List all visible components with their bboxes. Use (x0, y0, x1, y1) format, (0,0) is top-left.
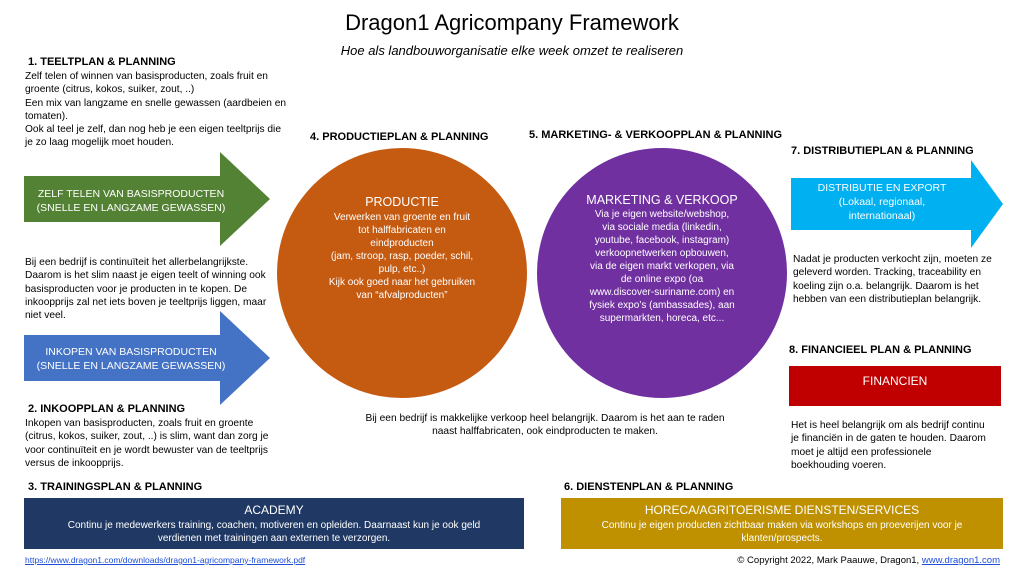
teeltplan-text: Zelf telen of winnen van basisproducten,… (25, 70, 295, 150)
text-line: je financiën in de gaten te houden. Daar… (791, 433, 986, 445)
inkopen-arrow-label: INKOPEN VAN BASISPRODUCTEN (SNELLE EN LA… (24, 345, 238, 373)
trainingsplan-heading: 3. TRAININGSPLAN & PLANNING (28, 481, 203, 493)
financien-title: FINANCIEN (862, 374, 928, 388)
academy-title: ACADEMY (244, 503, 304, 517)
marketingplan-heading: 5. MARKETING- & VERKOOPPLAN & PLANNING (529, 129, 783, 141)
horeca-title: HORECA/AGRITOERISME DIENSTEN/SERVICES (644, 503, 920, 517)
text-line: INKOPEN VAN BASISPRODUCTEN (45, 346, 217, 358)
text-line: (SNELLE EN LANGZAME GEWASSEN) (36, 202, 226, 214)
text-line: moet je altijd een professionele (791, 446, 932, 458)
text-line: fysiek expo’s (ambassades), aan (589, 300, 735, 311)
text-line: via de eigen markt verkopen, via (590, 261, 734, 272)
distributieplan-heading: 7. DISTRIBUTIEPLAN & PLANNING (791, 145, 974, 157)
text-line: koeling zijn o.a. belangrijk. Daarom is … (793, 280, 979, 292)
teelt-arrow-label: ZELF TELEN VAN BASISPRODUCTEN (SNELLE EN… (24, 187, 238, 215)
financieel-heading: 8. FINANCIEEL PLAN & PLANNING (789, 344, 972, 356)
text-line: Ook al teel je zelf, dan nog heb je een … (25, 124, 281, 136)
horeca-bar: HORECA/AGRITOERISME DIENSTEN/SERVICES Co… (561, 498, 1003, 549)
text-line: Via je eigen website/webshop, (594, 209, 730, 220)
productie-title: PRODUCTIE (365, 195, 439, 209)
text-line: Het is heel belangrijk om als bedrijf co… (791, 420, 985, 431)
text-line: tomaten). (25, 110, 69, 122)
teeltplan-heading: 1. TEELTPLAN & PLANNING (28, 56, 176, 68)
text-line: tot halffabricaten en (358, 225, 446, 236)
text-line: Bij een bedrijf is continuïteit het alle… (25, 257, 249, 268)
verkoop-text: Bij een bedrijf is makkelijke verkoop he… (300, 412, 790, 439)
dragon1-link[interactable]: www.dragon1.com (921, 555, 1000, 566)
text-line: internationaal) (848, 210, 916, 222)
text-line: hebben van een distributieplan belangrij… (793, 293, 982, 305)
dienstenplan-heading: 6. DIENSTENPLAN & PLANNING (564, 481, 734, 493)
text-line: supermarkten, horeca, etc... (599, 313, 725, 324)
text-line: Nadat je producten verkocht zijn, moeten… (793, 254, 992, 265)
text-line: verdienen met trainingen aan externen te… (157, 533, 391, 544)
distributie-text: Nadat je producten verkocht zijn, moeten… (793, 253, 1013, 306)
text-line: Continu je eigen producten zichtbaar mak… (601, 520, 963, 531)
productie-circle: PRODUCTIE Verwerken van groente en fruit… (277, 148, 527, 398)
text-line: inkoopprijs zal net iets boven je teeltp… (25, 296, 267, 308)
text-line: de online expo (oa (620, 274, 704, 285)
text-line: pulp, etc..) (378, 264, 426, 275)
text-line: Kijk ook goed naar het gebruiken (328, 277, 476, 288)
financien-box: FINANCIEN (789, 366, 1001, 406)
text-line: (Lokaal, regionaal, (838, 196, 926, 208)
text-line: Daarom is het slim naast je eigen teelt … (25, 270, 266, 282)
copyright-label: © Copyright 2022, Mark Paauwe, Dragon1, (737, 555, 922, 566)
marketing-title: MARKETING & VERKOOP (586, 193, 738, 207)
text-line: je zo laag mogelijk moet houden. (25, 137, 174, 149)
text-line: eindproducten (370, 238, 434, 249)
text-line: Verwerken van groente en fruit (333, 212, 471, 223)
text-line: niet veel. (25, 310, 66, 322)
continuiteit-text: Bij een bedrijf is continuïteit het alle… (25, 256, 295, 322)
text-line: (citrus, kokos, suiker, zout, ..) is sli… (25, 431, 269, 443)
academy-bar: ACADEMY Continu je medewerkers training,… (24, 498, 524, 549)
distributie-arrow-label: DISTRIBUTIE EN EXPORT (Lokaal, regionaal… (791, 181, 973, 223)
distributie-arrow (791, 160, 1003, 248)
financien-text: Het is heel belangrijk om als bedrijf co… (791, 419, 1016, 472)
text-line: Continu je medewerkers training, coachen… (67, 520, 481, 531)
text-line: (SNELLE EN LANGZAME GEWASSEN) (36, 360, 226, 372)
productieplan-heading: 4. PRODUCTIEPLAN & PLANNING (310, 131, 489, 143)
text-line: naast halffabricaten, ook eindproducten … (432, 426, 658, 438)
copyright-text: © Copyright 2022, Mark Paauwe, Dragon1, … (737, 555, 1000, 566)
text-line: verkoopnetwerken opbouwen, (595, 248, 729, 259)
text-line: ZELF TELEN VAN BASISPRODUCTEN (37, 188, 225, 200)
text-line: versus de inkoopprijs. (25, 457, 124, 469)
text-line: voor continuïteit en je wordt bewuster v… (25, 444, 268, 456)
text-line: boekhouding voeren. (791, 459, 887, 471)
page-subtitle: Hoe als landbouworganisatie elke week om… (340, 43, 684, 58)
marketing-circle: MARKETING & VERKOOP Via je eigen website… (537, 148, 787, 398)
teelt-arrow (24, 152, 270, 246)
text-line: Zelf telen of winnen van basisproducten,… (25, 71, 268, 82)
text-line: van “afvalproducten” (356, 290, 448, 301)
text-line: klanten/prospects. (741, 533, 823, 544)
inkoopplan-heading: 2. INKOOPPLAN & PLANNING (28, 403, 186, 415)
text-line: youtube, facebook, instagram) (594, 235, 730, 246)
text-line: groente (citrus, kokos, suiker, zout, ..… (25, 84, 195, 96)
text-line: Bij een bedrijf is makkelijke verkoop he… (365, 413, 725, 424)
text-line: DISTRIBUTIE EN EXPORT (817, 182, 947, 194)
text-line: basisproducten voor je producten in te k… (25, 283, 248, 295)
inkoopplan-text: Inkopen van basisproducten, zoals fruit … (25, 417, 295, 470)
text-line: Inkopen van basisproducten, zoals fruit … (25, 418, 254, 429)
inkopen-arrow (24, 311, 270, 405)
text-line: www.discover-suriname.com) en (589, 287, 735, 298)
text-line: Een mix van langzame en snelle gewassen … (25, 97, 287, 109)
download-link[interactable]: https://www.dragon1.com/downloads/dragon… (25, 555, 306, 565)
text-line: (jam, stroop, rasp, poeder, schil, (330, 251, 474, 262)
text-line: via sociale media (linkedin, (602, 222, 722, 233)
text-line: geleverd worden. Tracking, traceability … (793, 267, 982, 279)
page-title: Dragon1 Agricompany Framework (345, 10, 679, 35)
